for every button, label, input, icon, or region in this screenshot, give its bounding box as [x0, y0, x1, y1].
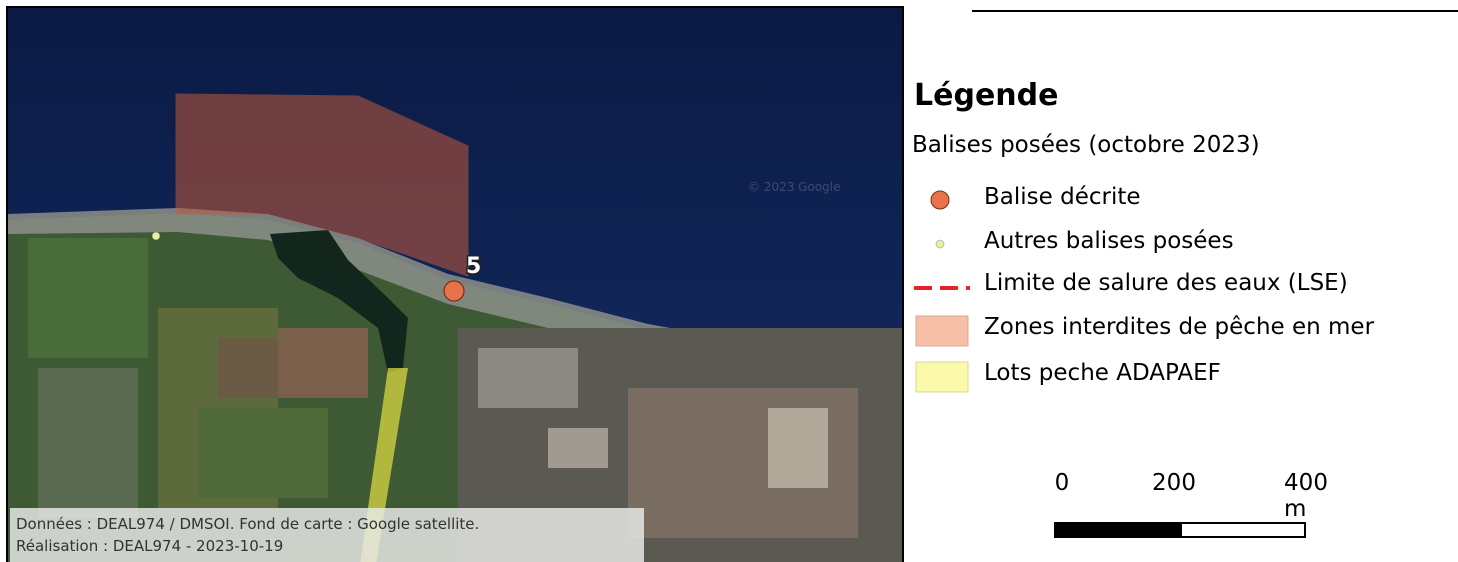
legend-label: Limite de salure des eaux (LSE): [984, 270, 1348, 296]
legend-label: Autres balises posées: [984, 228, 1234, 254]
legend-title: Légende: [914, 78, 1059, 113]
other-beacon-marker[interactable]: [151, 231, 161, 241]
scale-segment-black: [1054, 522, 1182, 538]
red-dashed-line-icon: [914, 286, 970, 290]
river-mouth: [270, 230, 408, 373]
legend-label: Balise décrite: [984, 184, 1141, 210]
beacon-number-label: 5: [466, 254, 482, 279]
scale-tick: 400 m: [1284, 470, 1328, 522]
scale-tick: 200: [1152, 470, 1196, 496]
legend-item-salinity-limit: Limite de salure des eaux (LSE): [912, 268, 1458, 304]
credits-data-source: Données : DEAL974 / DMSOI. Fond de carte…: [16, 515, 480, 533]
industrial-building: [768, 408, 828, 488]
legend-label: Zones interdites de pêche en mer: [984, 314, 1375, 340]
map-credits: Données : DEAL974 / DMSOI. Fond de carte…: [10, 508, 644, 562]
vegetation-patch: [28, 238, 148, 358]
map-frame[interactable]: © 2023 Google 5 Données : DEAL974 / DMSO…: [6, 6, 904, 562]
legend-item-adapaef-lots: Lots peche ADAPAEF: [912, 358, 1458, 394]
industrial-building: [478, 348, 578, 408]
legend-label: Lots peche ADAPAEF: [984, 360, 1221, 386]
small-yellow-circle-icon: [935, 239, 945, 249]
orange-circle-icon: [930, 190, 950, 210]
field-patch: [278, 328, 368, 398]
scale-segment-white: [1180, 522, 1306, 538]
legend-subtitle: Balises posées (octobre 2023): [912, 132, 1260, 158]
scale-bar: 0 200 400 m: [1020, 470, 1340, 550]
legend-item-other-beacons: Autres balises posées: [912, 226, 1458, 262]
industrial-building: [548, 428, 608, 468]
legend-top-border: [972, 10, 1458, 12]
described-beacon-marker[interactable]: [443, 280, 465, 302]
satellite-map: [8, 8, 902, 562]
yellow-box-icon: [915, 361, 969, 393]
legend-item-described-beacon: Balise décrite: [912, 182, 1458, 218]
legend-item-forbidden-zones: Zones interdites de pêche en mer: [912, 312, 1458, 348]
legend-panel: Légende Balises posées (octobre 2023) Ba…: [912, 0, 1458, 562]
google-watermark: © 2023 Google: [748, 180, 841, 194]
credits-production: Réalisation : DEAL974 - 2023-10-19: [16, 537, 284, 555]
salmon-box-icon: [915, 315, 969, 347]
scale-tick: 0: [1054, 470, 1070, 496]
forbidden-fishing-zone[interactable]: [175, 93, 469, 277]
field-patch: [198, 408, 328, 498]
urban-area: [38, 368, 138, 518]
